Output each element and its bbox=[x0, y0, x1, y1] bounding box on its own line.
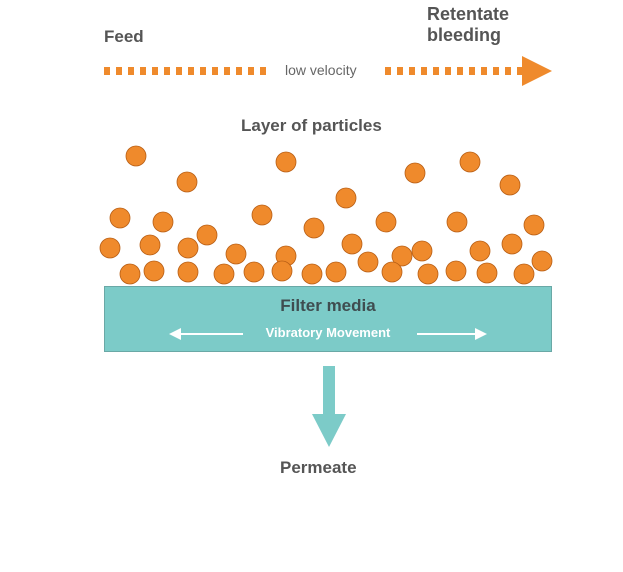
particle bbox=[225, 243, 247, 265]
particle bbox=[213, 263, 235, 285]
particle bbox=[176, 171, 198, 193]
feed-flow-dashed-line bbox=[104, 67, 272, 75]
particle bbox=[271, 260, 293, 282]
particle bbox=[177, 237, 199, 259]
vibratory-movement-label: Vibratory Movement bbox=[265, 325, 391, 340]
particle bbox=[196, 224, 218, 246]
arrow-down-icon bbox=[312, 414, 346, 447]
particle bbox=[476, 262, 498, 284]
vibration-left-arrow-icon bbox=[169, 328, 181, 340]
particle bbox=[301, 263, 323, 285]
particle bbox=[381, 261, 403, 283]
particle bbox=[531, 250, 553, 272]
filter-media-label: Filter media bbox=[280, 296, 376, 315]
permeate-arrow-shaft bbox=[323, 366, 335, 416]
particle bbox=[243, 261, 265, 283]
particle bbox=[411, 240, 433, 262]
particle bbox=[335, 187, 357, 209]
particle bbox=[99, 237, 121, 259]
vibration-right-arrow-icon bbox=[475, 328, 487, 340]
particle bbox=[357, 251, 379, 273]
particle bbox=[523, 214, 545, 236]
particle bbox=[499, 174, 521, 196]
arrow-right-icon bbox=[522, 56, 552, 86]
particle bbox=[325, 261, 347, 283]
particle bbox=[125, 145, 147, 167]
particle bbox=[143, 260, 165, 282]
particle bbox=[251, 204, 273, 226]
layer-of-particles-label: Layer of particles bbox=[241, 116, 382, 135]
particle bbox=[417, 263, 439, 285]
particle bbox=[404, 162, 426, 184]
particle bbox=[152, 211, 174, 233]
particle bbox=[303, 217, 325, 239]
particle bbox=[469, 240, 491, 262]
feed-label: Feed bbox=[104, 27, 144, 46]
particle bbox=[177, 261, 199, 283]
particle bbox=[446, 211, 468, 233]
vibration-left-line bbox=[179, 333, 243, 335]
particle bbox=[109, 207, 131, 229]
particle bbox=[459, 151, 481, 173]
filter-media: Filter media Vibratory Movement bbox=[104, 286, 552, 352]
particle bbox=[119, 263, 141, 285]
particle bbox=[375, 211, 397, 233]
retentate-flow-dashed-line bbox=[385, 67, 523, 75]
particle bbox=[391, 245, 413, 267]
retentate-bleeding-label: Retentate bleeding bbox=[427, 4, 510, 45]
velocity-label: low velocity bbox=[285, 62, 357, 78]
vibration-right-line bbox=[417, 333, 477, 335]
particle bbox=[513, 263, 535, 285]
permeate-label: Permeate bbox=[280, 458, 357, 477]
particle bbox=[445, 260, 467, 282]
particle bbox=[341, 233, 363, 255]
particle bbox=[139, 234, 161, 256]
particle bbox=[275, 151, 297, 173]
particle bbox=[501, 233, 523, 255]
